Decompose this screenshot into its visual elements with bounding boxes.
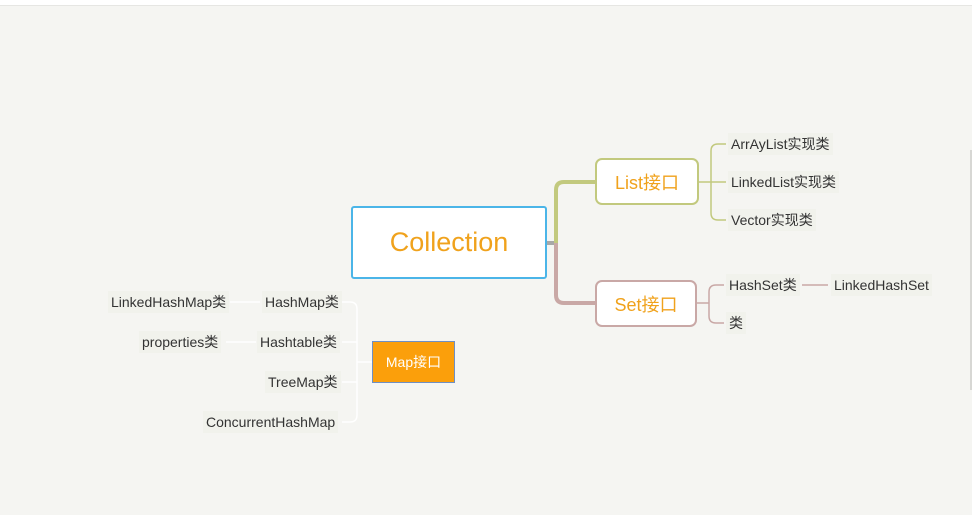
leaf-hashset[interactable]: HashSet类 bbox=[726, 274, 800, 296]
topic-set-label: Set接口 bbox=[614, 294, 678, 315]
topic-set-interface[interactable]: Set接口 bbox=[595, 280, 697, 327]
list-leaf-line-1 bbox=[710, 143, 726, 182]
topic-list-interface[interactable]: List接口 bbox=[595, 158, 699, 205]
set-branch-line bbox=[554, 243, 597, 305]
leaf-arraylist[interactable]: ArrAyList实现类 bbox=[728, 133, 833, 155]
map-leaf-line-4 bbox=[342, 362, 358, 423]
leaf-linkedhashset[interactable]: LinkedHashSet bbox=[831, 274, 932, 296]
leaf-vector[interactable]: Vector实现类 bbox=[728, 209, 816, 231]
set-leaf-line-2 bbox=[708, 303, 724, 324]
topic-map-label: Map接口 bbox=[385, 354, 442, 370]
window-top-bar bbox=[0, 0, 972, 6]
central-topic-collection[interactable]: Collection bbox=[351, 206, 547, 279]
list-leaf-line-3 bbox=[710, 182, 726, 221]
scrollbar-edge[interactable] bbox=[970, 150, 972, 390]
leaf-linkedhashmap[interactable]: LinkedHashMap类 bbox=[108, 291, 230, 313]
set-leaf-line-1 bbox=[708, 284, 724, 303]
topic-map-interface[interactable]: Map接口 bbox=[372, 341, 455, 383]
leaf-treemap[interactable]: TreeMap类 bbox=[265, 371, 341, 393]
leaf-linkedlist[interactable]: LinkedList实现类 bbox=[728, 171, 840, 193]
leaf-set-class[interactable]: 类 bbox=[726, 312, 746, 334]
leaf-hashmap[interactable]: HashMap类 bbox=[262, 291, 342, 313]
leaf-concurrenthashmap[interactable]: ConcurrentHashMap bbox=[203, 411, 339, 433]
leaf-hashtable[interactable]: Hashtable类 bbox=[257, 331, 341, 353]
map-leaf-line-1 bbox=[342, 301, 358, 362]
topic-list-label: List接口 bbox=[614, 172, 679, 193]
leaf-properties[interactable]: properties类 bbox=[139, 331, 222, 353]
central-topic-label: Collection bbox=[389, 227, 509, 257]
list-branch-line bbox=[554, 180, 597, 243]
